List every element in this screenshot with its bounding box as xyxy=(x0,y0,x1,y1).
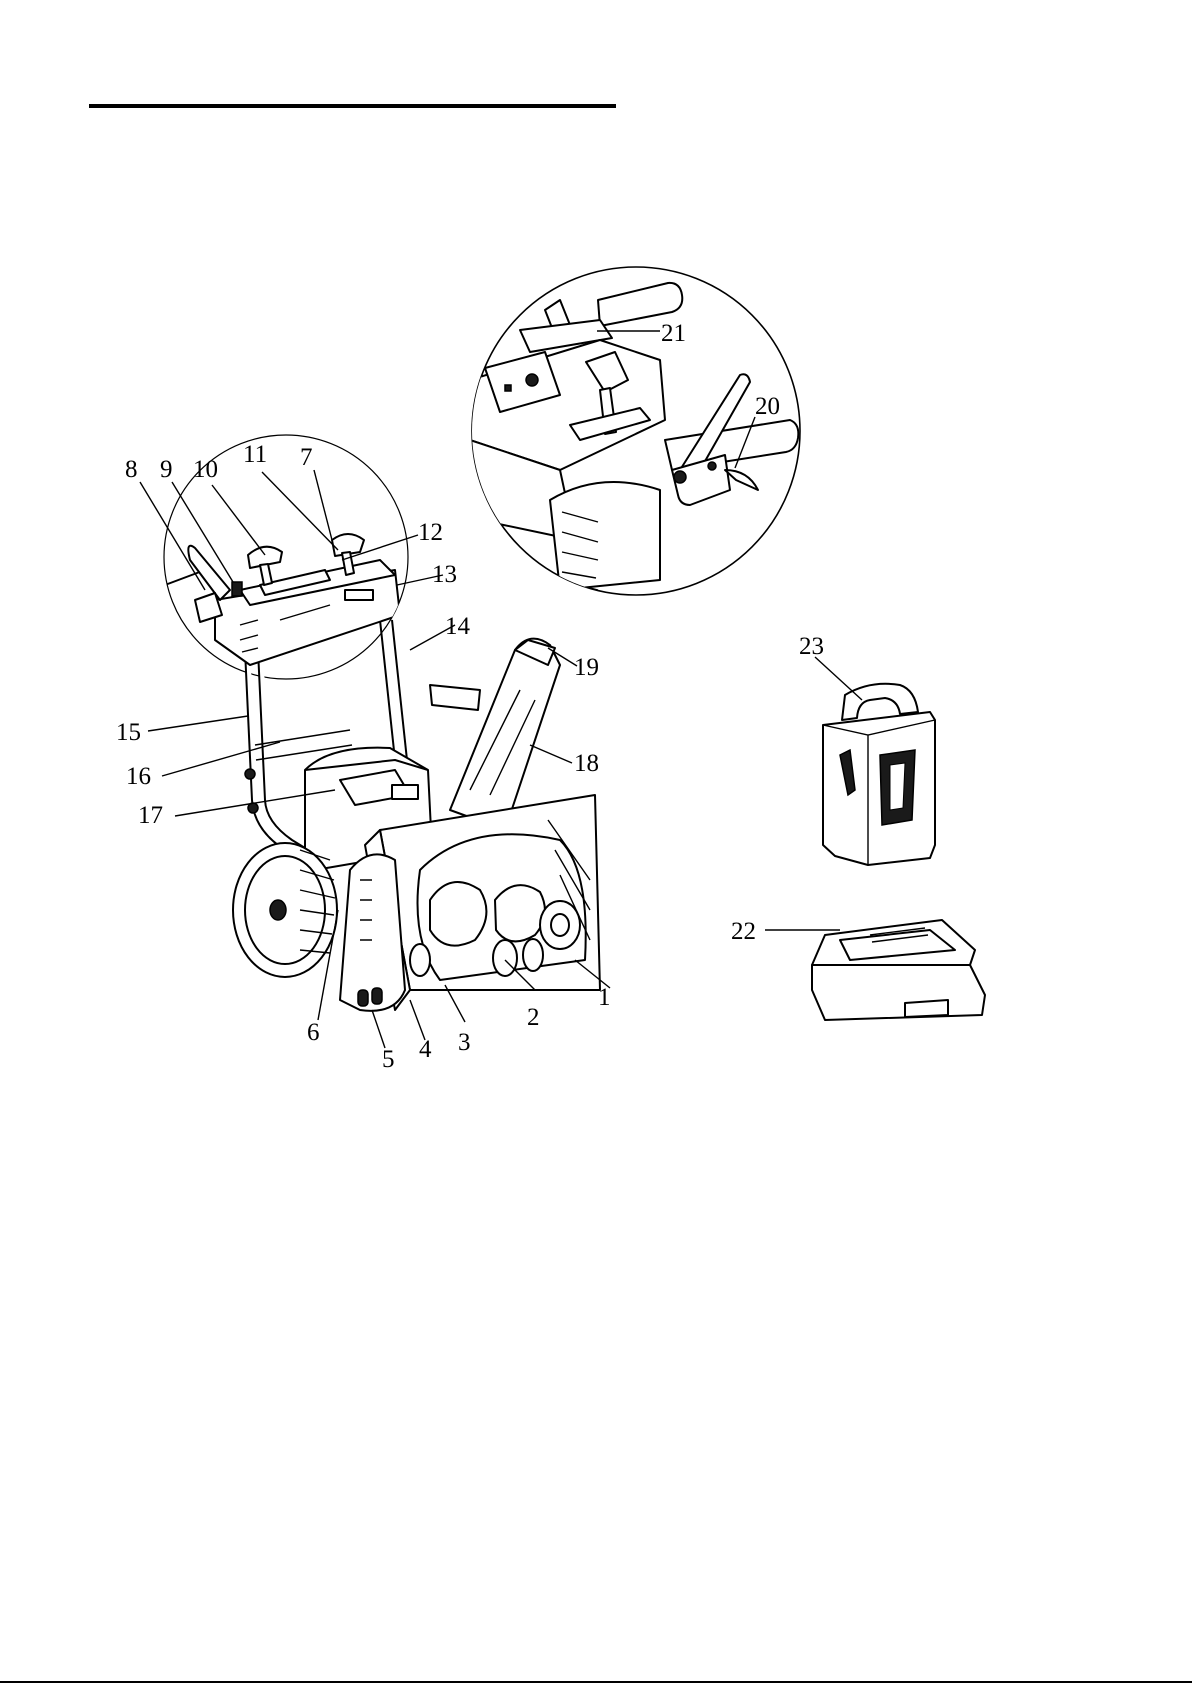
callout-16: 16 xyxy=(126,763,151,790)
callout-17: 17 xyxy=(138,802,163,829)
zoom-detail-view xyxy=(470,267,800,595)
callout-2: 2 xyxy=(527,1004,540,1031)
callout-14: 14 xyxy=(445,613,471,640)
callout-8: 8 xyxy=(125,456,138,483)
callout-5: 5 xyxy=(382,1046,395,1073)
callout-20: 20 xyxy=(755,393,780,420)
callout-19: 19 xyxy=(574,654,599,681)
callout-3: 3 xyxy=(458,1029,471,1056)
charger-illustration xyxy=(812,920,985,1020)
callout-7: 7 xyxy=(300,444,313,471)
callout-11: 11 xyxy=(243,441,267,468)
callout-9: 9 xyxy=(160,456,173,483)
callout-23: 23 xyxy=(799,633,824,660)
callout-13: 13 xyxy=(432,561,457,588)
callout-18: 18 xyxy=(574,750,599,777)
callout-15: 15 xyxy=(116,719,141,746)
footer-rule xyxy=(0,1681,1192,1683)
callout-12: 12 xyxy=(418,519,443,546)
callout-21: 21 xyxy=(661,320,686,347)
callout-1: 1 xyxy=(598,984,611,1011)
callout-22: 22 xyxy=(731,918,756,945)
callout-4: 4 xyxy=(419,1036,432,1063)
callout-6: 6 xyxy=(307,1019,320,1046)
battery-pack-illustration xyxy=(823,684,935,865)
callout-10: 10 xyxy=(193,456,218,483)
